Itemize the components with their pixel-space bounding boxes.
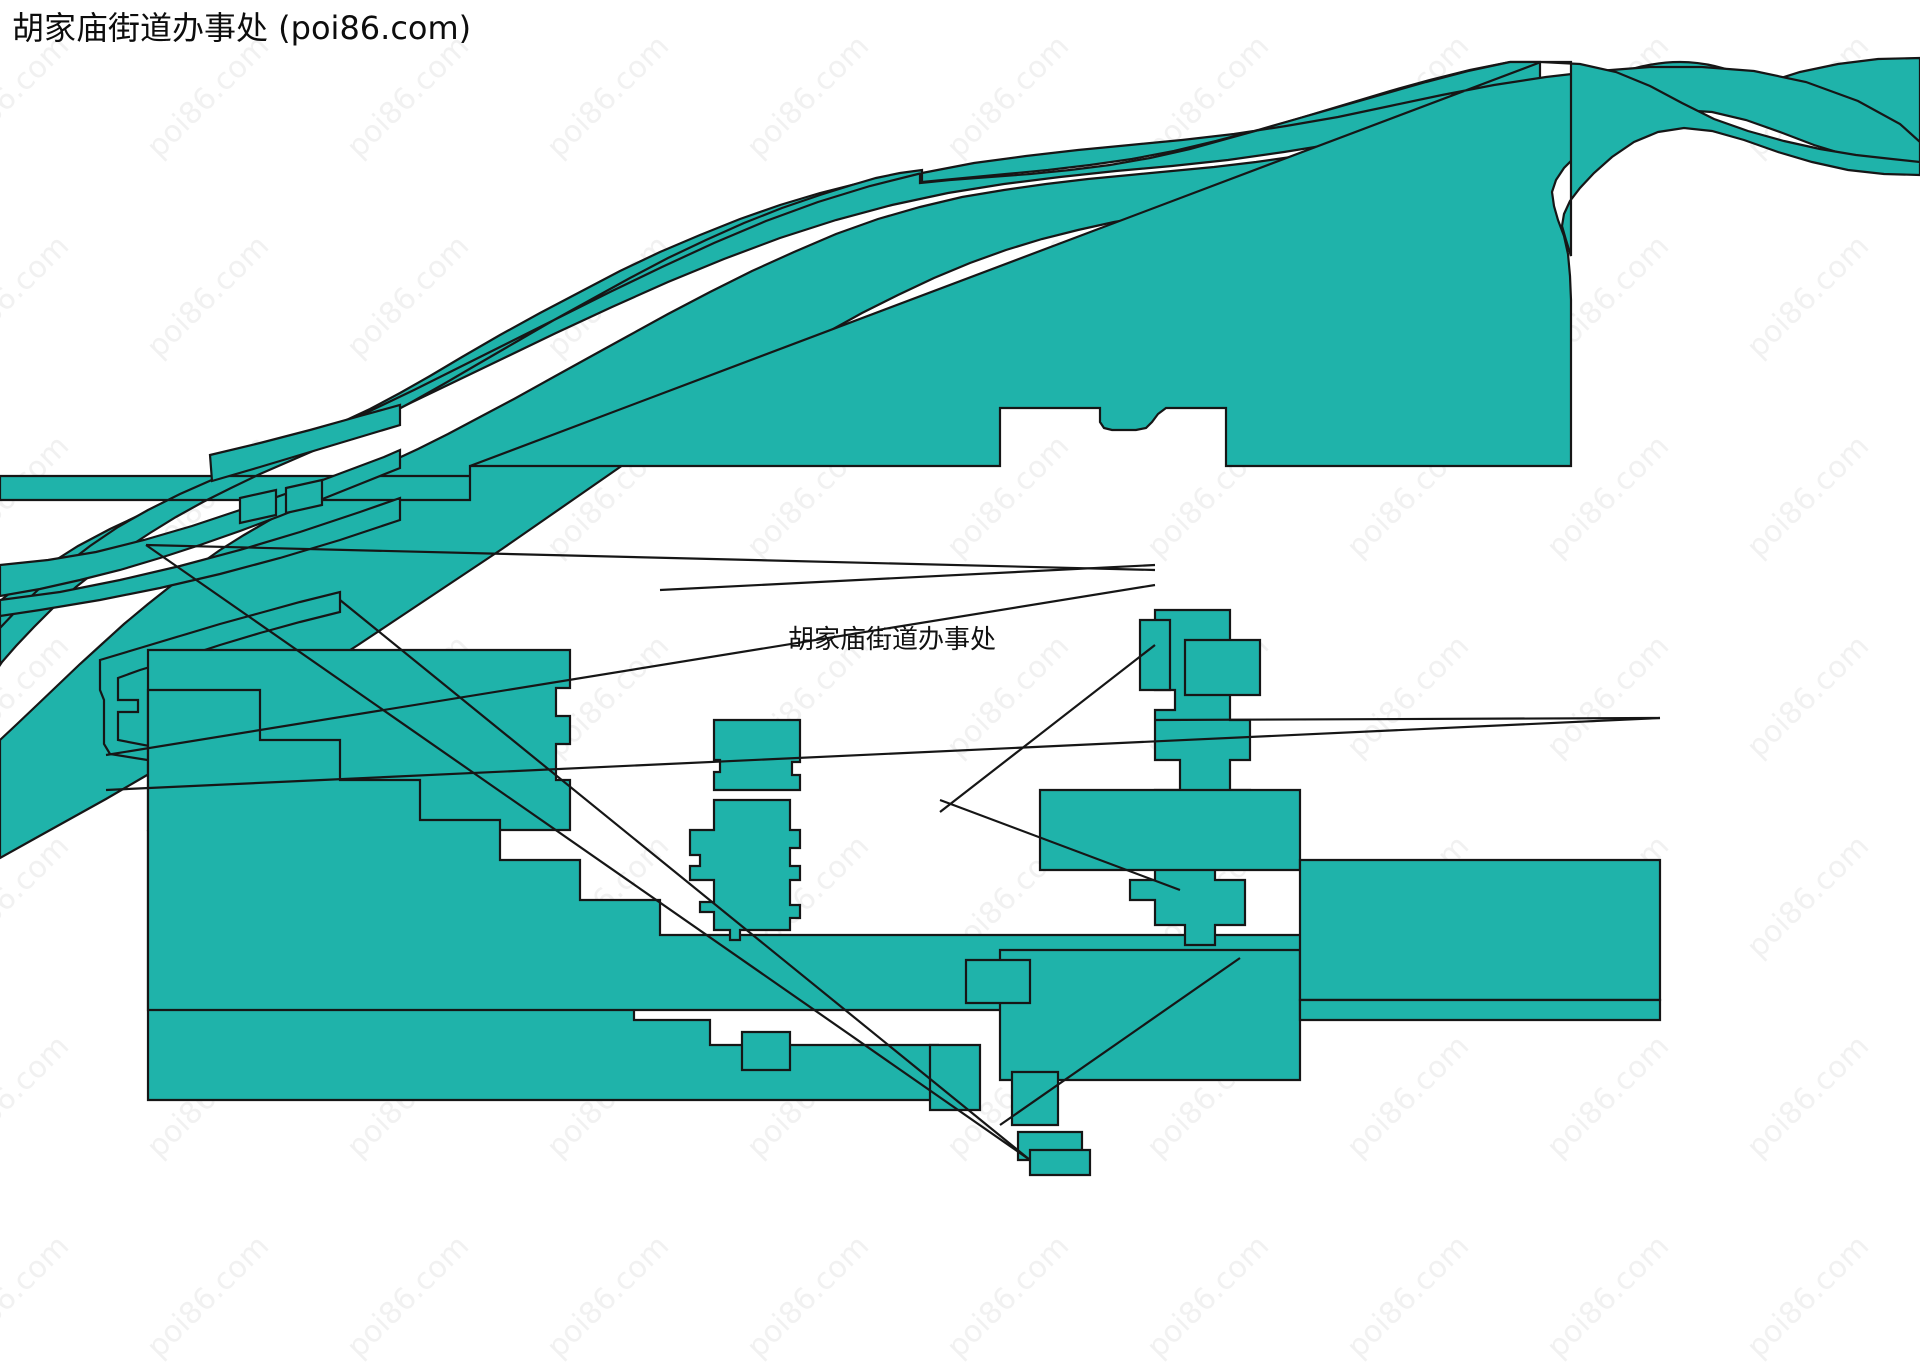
region-right-bottom [1298,858,1662,1002]
diagonal-connector-8 [939,644,1156,813]
map-center-label: 胡家庙街道办事处 [788,625,997,655]
region-southeast-mass [1038,788,1302,872]
region-bottom-notch-2 [928,1043,982,1112]
page-title: 胡家庙街道办事处 (poi86.com) [12,9,472,47]
region-polygon-group [0,56,1920,1177]
district-boundary-map[interactable] [0,0,1920,1265]
region-left-hook [98,590,342,764]
diagonal-connector-2 [145,544,1031,1161]
region-right-block-big [1183,638,1262,697]
map-layer [0,0,1920,1265]
region-bottom-notch-3 [1010,1070,1060,1127]
diagonal-connector-6 [659,563,1156,592]
region-bottom-notch-1 [964,958,1032,1005]
diagonal-connector-9 [1154,716,1661,722]
diagonal-connector-10 [999,957,1241,1126]
region-mid-block-small [740,1030,792,1072]
region-left-sliver-2 [208,403,402,483]
region-far-bottom-strip [1298,998,1662,1022]
diagonal-connector-3 [105,583,1156,757]
region-mid-block-body [688,798,802,942]
region-left-notch-a [238,488,278,525]
diagonal-connector-4 [105,716,1661,792]
region-left-small-1 [0,496,402,618]
region-left-notch-b [284,478,324,515]
region-mid-block-top [712,718,802,792]
diagonal-connector-1 [145,543,1156,572]
diagonal-connector-5 [339,599,1031,1161]
region-left-sliver-1 [0,448,402,598]
diagonal-connector-7 [939,798,1181,892]
region-northeast-tail [1540,60,1920,257]
region-right-block-mid [1138,618,1172,692]
region-bottom-notch-5 [1028,1148,1092,1177]
region-southeast-lower [998,948,1302,1082]
